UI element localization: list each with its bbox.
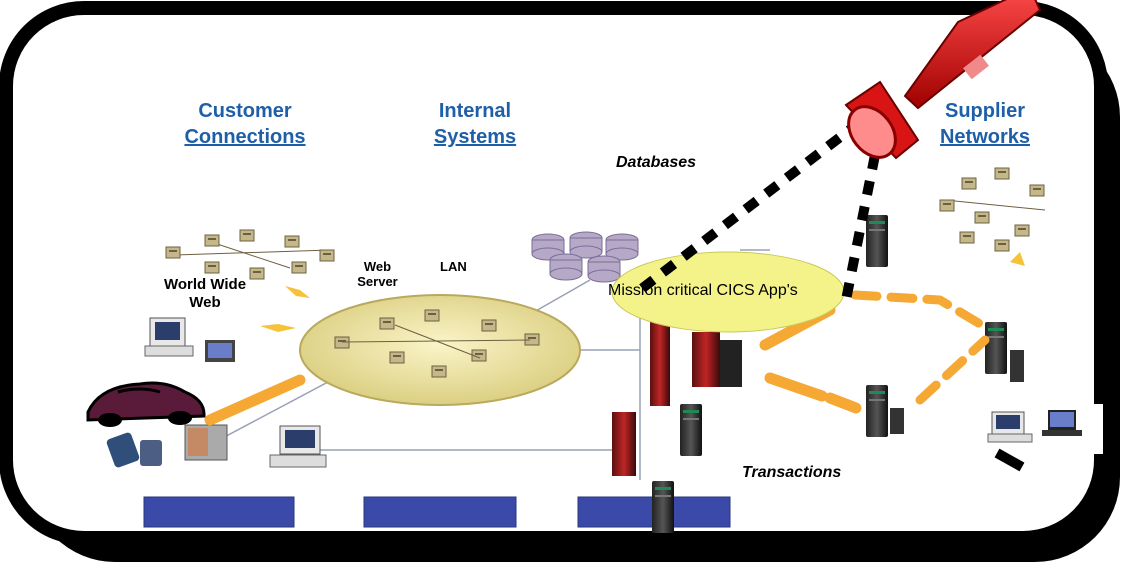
flashlight-beams [636, 118, 885, 301]
flashlight-icon [844, 0, 1042, 160]
heading-customer-line1: Customer [198, 100, 292, 122]
heading-supplier-line1: Supplier [944, 100, 1025, 122]
bottom-bar-left [143, 496, 295, 528]
label-lan: LAN [440, 259, 467, 274]
car-icon [86, 381, 206, 427]
label-world-wide-web: World Wide Web [160, 276, 250, 312]
label-databases: Databases [616, 154, 697, 171]
heading-customer-line2: Connections [184, 126, 306, 148]
heading-customer-connections: Customer Connections [160, 98, 330, 150]
label-web-server-line1: Web [363, 259, 392, 274]
label-transactions: Transactions [742, 464, 842, 481]
label-web-server-line2: Server [357, 274, 398, 289]
workstation-icon [144, 317, 327, 468]
label-www-line2: Web [189, 294, 221, 311]
label-www-line1: World Wide [163, 276, 247, 293]
heading-internal-systems: Internal Systems [405, 98, 545, 150]
bottom-bar-middle [363, 496, 517, 528]
lan-ellipse [299, 294, 581, 406]
lightning-bolts [260, 286, 310, 332]
heading-supplier-networks: Supplier Networks [915, 98, 1055, 150]
heading-supplier-line2: Networks [939, 126, 1031, 148]
label-web-server: Web Server [350, 259, 405, 289]
laptop-icon [980, 404, 1103, 454]
supplier-connector [994, 448, 1025, 472]
pda-icon [106, 432, 162, 468]
www-network [165, 229, 335, 280]
database-icon [531, 231, 639, 283]
lan-network-nodes [334, 309, 540, 378]
mainframe-icon [612, 215, 1024, 533]
heading-internal-line1: Internal [438, 100, 512, 122]
transaction-dashes [850, 290, 995, 405]
label-mission-critical: Mission critical CICS App's [608, 282, 798, 299]
supplier-network [939, 167, 1046, 266]
heading-internal-line2: Systems [433, 126, 517, 148]
